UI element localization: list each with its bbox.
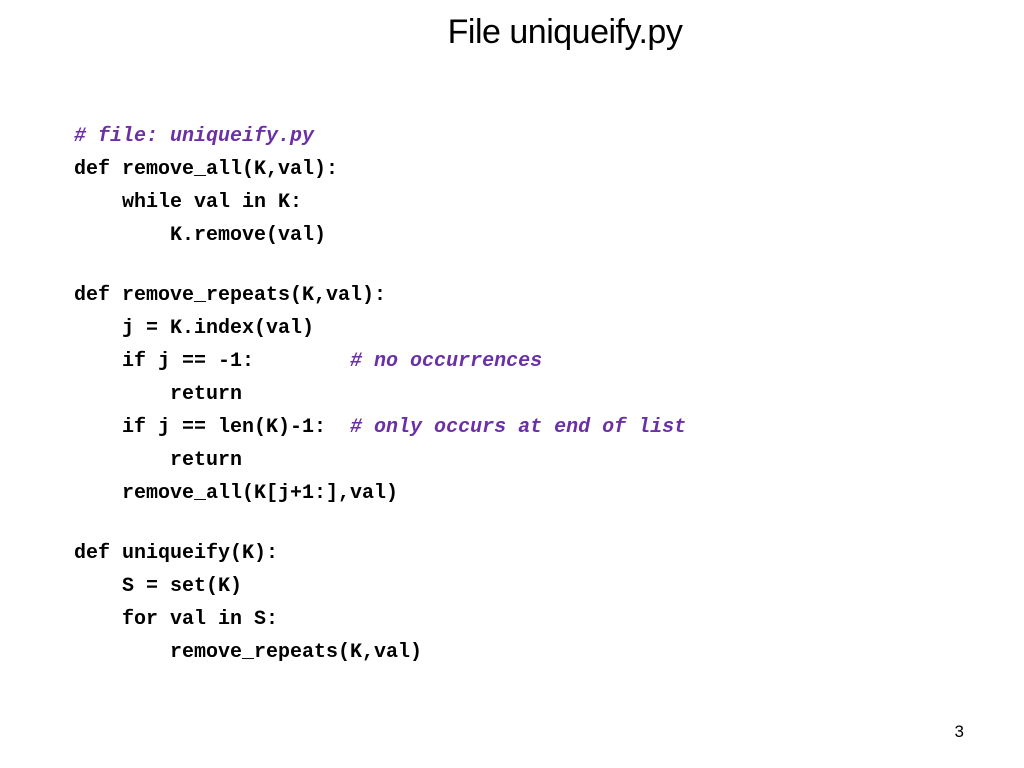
code-text: if j == -1: [74, 350, 351, 373]
code-comment: # no occurrences [350, 350, 543, 373]
slide-title: File uniqueify.py [447, 13, 683, 51]
code-block: # file: uniqueify.py def remove_all(K,va… [74, 120, 686, 669]
page-number: 3 [954, 722, 964, 741]
code-line-with-comment: if j == len(K)-1: # only occurs at end o… [74, 411, 686, 444]
code-line: def uniqueify(K): [74, 542, 279, 565]
code-line: for val in S: [74, 608, 279, 631]
code-line: def remove_repeats(K,val): [74, 284, 387, 307]
code-text: if j == len(K)-1: [74, 416, 351, 439]
code-line: S = set(K) [74, 575, 243, 598]
code-line: j = K.index(val) [74, 317, 315, 340]
code-gap [74, 252, 686, 279]
code-line: return [74, 383, 243, 406]
code-line-with-comment: if j == -1: # no occurrences [74, 345, 686, 378]
code-comment-header: # file: uniqueify.py [74, 125, 315, 148]
code-gap [74, 510, 686, 537]
code-line: def remove_all(K,val): [74, 158, 339, 181]
code-line: remove_repeats(K,val) [74, 641, 423, 664]
code-line: return [74, 449, 243, 472]
code-line: while val in K: [74, 191, 303, 214]
code-line: K.remove(val) [74, 224, 327, 247]
code-line: remove_all(K[j+1:],val) [74, 482, 399, 505]
code-comment: # only occurs at end of list [350, 416, 687, 439]
